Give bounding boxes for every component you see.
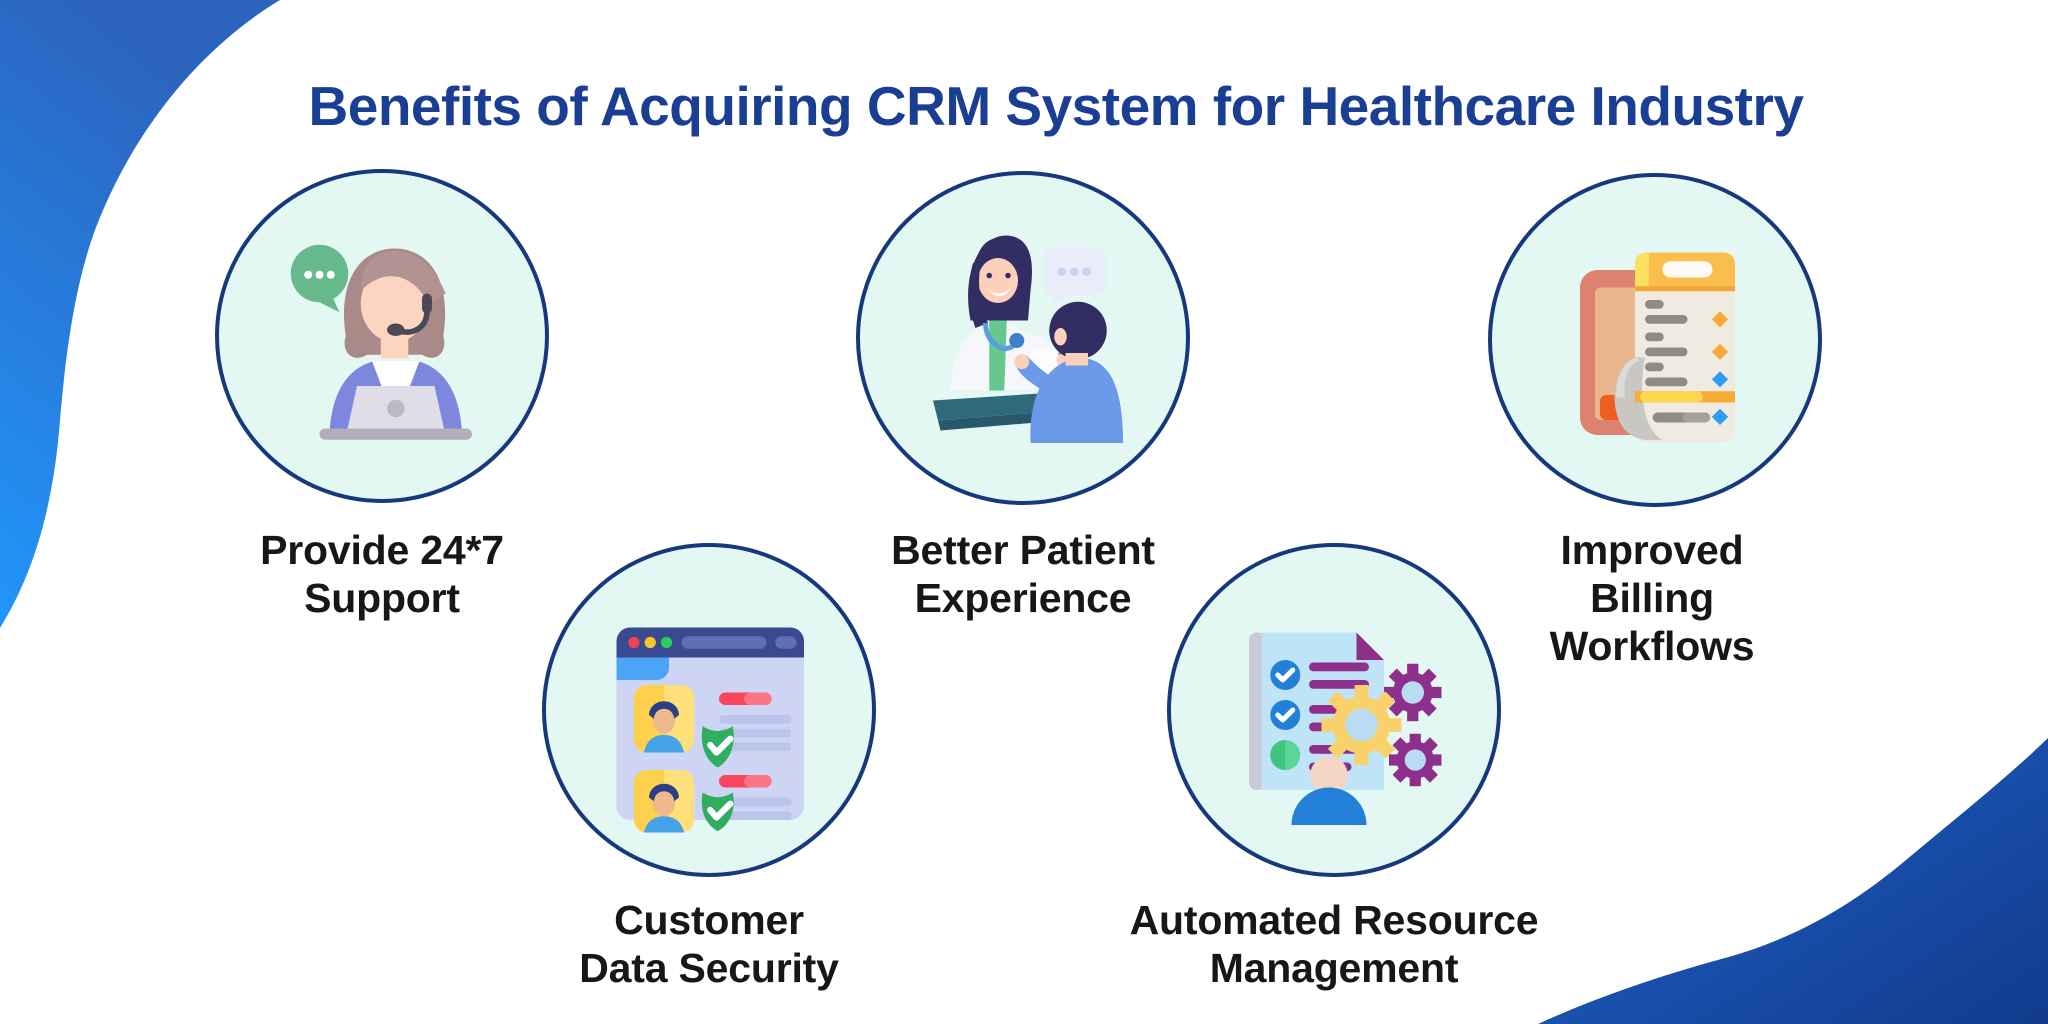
bottom-right-swoosh <box>1538 738 2048 1024</box>
benefit-label-security: Customer Data Security <box>449 896 969 992</box>
label-line: Management <box>1209 945 1459 991</box>
benefit-label-billing: Improved Billing Workflows <box>1392 526 1912 670</box>
label-line: Better Patient <box>891 527 1155 573</box>
label-line: Improved <box>1560 527 1744 573</box>
support-agent-icon <box>290 244 472 440</box>
label-line: Customer <box>614 897 804 943</box>
top-left-swoosh <box>0 0 280 628</box>
benefit-label-patient: Better Patient Experience <box>763 526 1283 622</box>
label-line: Data Security <box>579 945 839 991</box>
label-line: Workflows <box>1549 623 1755 669</box>
label-line: Support <box>304 575 460 621</box>
benefit-circle-billing <box>1488 173 1822 507</box>
doctor-patient-icon <box>933 235 1123 443</box>
benefit-circle-security <box>542 543 876 877</box>
automation-gears-icon <box>1249 632 1442 825</box>
benefit-label-support: Provide 24*7 Support <box>122 526 642 622</box>
label-line: Automated Resource <box>1129 897 1539 943</box>
billing-clipboard-icon <box>1580 252 1735 443</box>
benefit-circle-patient <box>856 171 1190 505</box>
label-line: Experience <box>914 575 1132 621</box>
label-line: Billing <box>1590 575 1714 621</box>
benefit-circle-support <box>215 169 549 503</box>
benefit-label-automation: Automated Resource Management <box>1074 896 1594 992</box>
page-title: Benefits of Acquiring CRM System for Hea… <box>308 75 1804 137</box>
benefit-circle-automation <box>1167 543 1501 877</box>
label-line: Provide 24*7 <box>260 527 504 573</box>
customer-data-security-icon <box>616 627 804 833</box>
